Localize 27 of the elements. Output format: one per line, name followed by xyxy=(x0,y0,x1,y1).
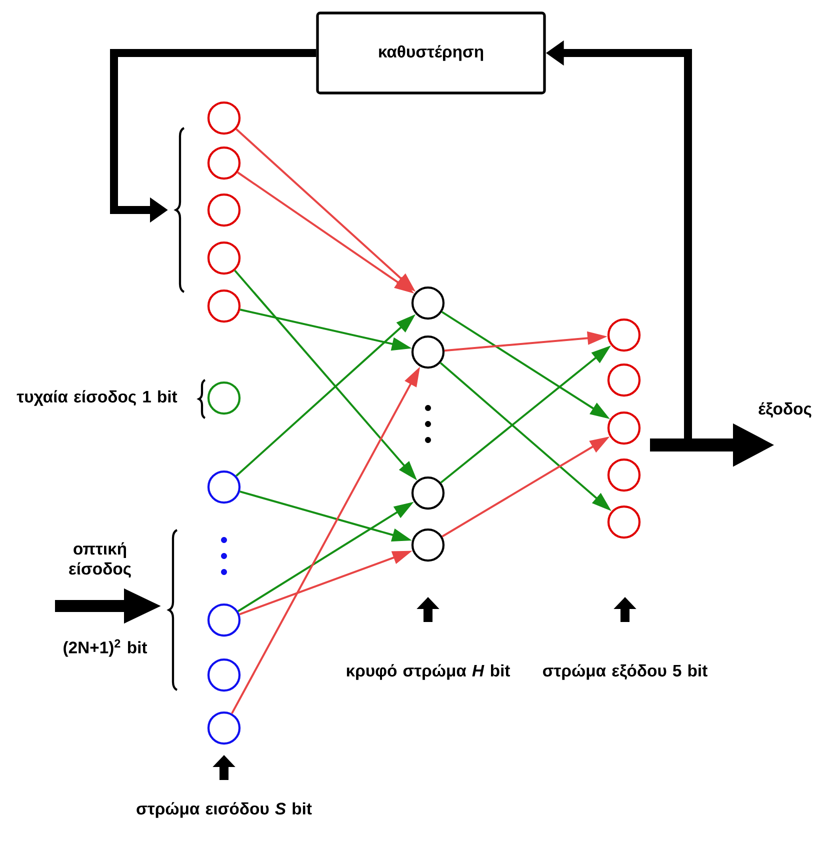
layer-label: έξοδος xyxy=(758,402,812,418)
neuron-circle xyxy=(411,528,445,562)
neuron-circle xyxy=(207,470,241,504)
neuron-circle xyxy=(607,411,641,445)
neuron-circle xyxy=(411,286,445,320)
neuron-circle xyxy=(607,458,641,492)
neuron-circle xyxy=(207,658,241,692)
neuron-circle xyxy=(207,603,241,637)
layer-label: (2N+1)$^{2}$ bit xyxy=(64,639,148,657)
neuron-circle xyxy=(207,711,241,745)
neuron-circle xyxy=(207,193,241,227)
delay-box: καθυστέρηση xyxy=(316,12,546,94)
layer-label: τυχαία είσοδος 1 bit xyxy=(16,390,178,406)
neuron-circle xyxy=(607,363,641,397)
neuron-circle xyxy=(207,289,241,323)
layer-label: κρυφό στρώμα H bit xyxy=(346,664,510,680)
neuron-circle xyxy=(607,505,641,539)
neuron-circle xyxy=(207,146,241,180)
layer-label: στρώμα εξόδου 5 bit xyxy=(543,664,708,680)
neuron-circle xyxy=(207,101,241,135)
layer-label: στρώμα εισόδου S bit xyxy=(136,802,312,818)
neuron-circle xyxy=(207,241,241,275)
neuron-circle xyxy=(607,318,641,352)
layer-label: οπτική είσοδος xyxy=(69,542,131,578)
neuron-circle xyxy=(207,381,241,415)
neuron-circle xyxy=(411,335,445,369)
neuron-circle xyxy=(411,476,445,510)
